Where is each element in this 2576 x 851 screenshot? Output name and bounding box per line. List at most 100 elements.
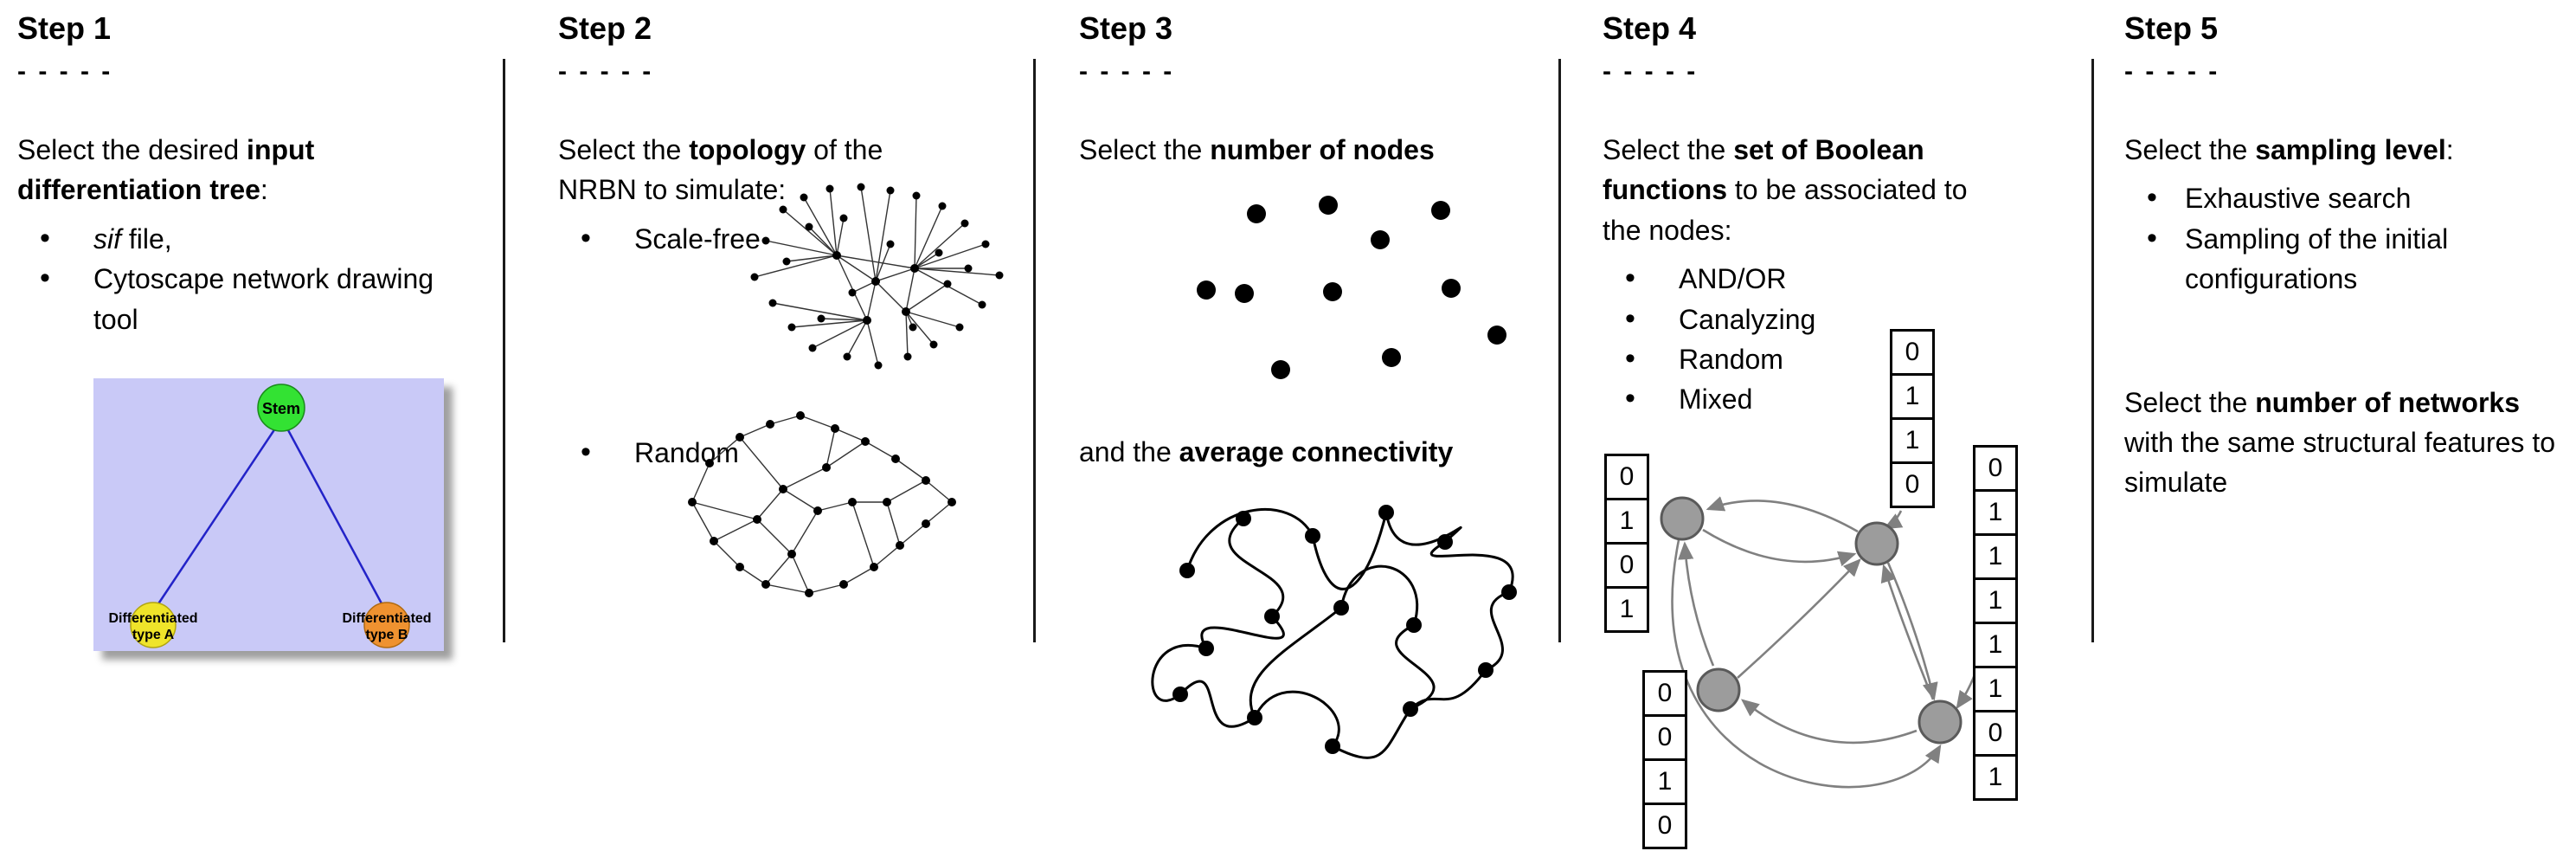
- truth-table-right: 0 1 1 1 1 1 0 1: [1973, 445, 2018, 801]
- step5-bullet-exhaustive: Exhaustive search: [2124, 177, 2531, 220]
- step4-bullet-random: Random: [1603, 338, 2087, 381]
- step5-intro-pre: Select the: [2124, 134, 2256, 165]
- step3-line1-bold: number of nodes: [1210, 134, 1435, 165]
- sif-rest: file,: [121, 222, 172, 255]
- scale-free-edges: [754, 186, 1000, 366]
- step5-para2-pre: Select the: [2124, 386, 2256, 418]
- step3-line1-pre: Select the: [1079, 134, 1211, 165]
- truth-table-cell: 0: [1604, 542, 1649, 589]
- step2-title: Step 2: [558, 10, 652, 46]
- step3-title: Step 3: [1079, 10, 1173, 46]
- random-nodes: [688, 411, 956, 597]
- step2-intro-pre: Select the: [558, 134, 690, 165]
- step2-intro: Select the topology of the NRBN to simul…: [558, 130, 930, 210]
- random-edges: [691, 415, 953, 594]
- step5-intro-bold: sampling level: [2255, 134, 2446, 165]
- step2-bullet-scalefree: Scale-free: [558, 217, 1017, 261]
- step2-column: Step 2 - - - - - Select the topology of …: [558, 10, 1017, 597]
- step4-bullet-list: AND/OR Canalyzing Random Mixed: [1603, 257, 2087, 421]
- truth-table-cell: 1: [1604, 586, 1649, 633]
- step5-column: Step 5 - - - - - Select the sampling lev…: [2124, 10, 2567, 503]
- step1-column: Step 1 - - - - - Select the desired inpu…: [17, 10, 485, 651]
- connectivity-nodes: [1172, 505, 1517, 754]
- step1-title: Step 1: [17, 10, 112, 46]
- column-divider: [503, 59, 505, 642]
- random-network-figure: [688, 411, 956, 597]
- step3-column: Step 3 - - - - - Select the number of no…: [1079, 10, 1551, 759]
- step4-intro-post: to be associated to the nodes:: [1603, 174, 1968, 246]
- step5-title: Step 5: [2124, 10, 2219, 46]
- step1-bullet-cytoscape: Cytoscape network drawing tool: [17, 257, 485, 339]
- step1-intro: Select the desired input differentiation…: [17, 130, 363, 210]
- step4-dashes: - - - - -: [1603, 57, 1699, 86]
- scale-free-network-figure: [750, 183, 1004, 370]
- truth-table-cell: 0: [1642, 670, 1687, 717]
- truth-table-cell: 1: [1642, 758, 1687, 805]
- truth-table-cell: 1: [1890, 417, 1935, 464]
- truth-table-top: 0 1 1 0: [1890, 329, 1935, 508]
- step4-bullet-andor: AND/OR: [1603, 257, 2087, 300]
- truth-table-cell: 1: [1973, 533, 2018, 580]
- boolean-network-arrows: [1671, 496, 1986, 789]
- type-a-node: [130, 602, 177, 648]
- differentiation-tree-figure: Stem Differentiated type A Differentiate…: [93, 378, 444, 651]
- connectivity-network-figure: [1151, 505, 1517, 759]
- step5-dashes: - - - - -: [2124, 57, 2220, 86]
- step4-intro: Select the set of Boolean functions to b…: [1603, 130, 2001, 250]
- step5-intro: Select the sampling level:: [2124, 130, 2567, 170]
- step5-bullet-sampling: Sampling of the initial configurations: [2124, 217, 2531, 300]
- column-divider: [1033, 59, 1036, 642]
- tree-edges: [156, 428, 384, 606]
- type-b-label-line2: type B: [366, 628, 408, 642]
- truth-table-cell: 1: [1890, 373, 1935, 420]
- step1-bullet-list: sif file, Cytoscape network drawing tool: [17, 217, 485, 339]
- stem-node: [257, 384, 305, 432]
- truth-table-cell: 0: [1890, 461, 1935, 508]
- sif-italic: sif: [93, 222, 121, 255]
- truth-table-cell: 0: [1604, 454, 1649, 500]
- truth-table-cell: 0: [1642, 803, 1687, 849]
- step4-bullet-mixed: Mixed: [1603, 377, 2087, 421]
- truth-table-cell: 1: [1973, 754, 2018, 801]
- column-divider: [2091, 59, 2094, 642]
- type-b-node: [363, 602, 410, 648]
- truth-table-cell: 1: [1973, 489, 2018, 536]
- step4-bullet-canalyzing: Canalyzing: [1603, 298, 2087, 341]
- step5-bullet-list: Exhaustive search Sampling of the initia…: [2124, 177, 2567, 300]
- truth-table-cell: 0: [1642, 714, 1687, 761]
- step2-bullet-list: Scale-free: [558, 217, 1017, 261]
- step5-intro-post: :: [2445, 134, 2454, 165]
- step5-para2-post: with the same structural features to sim…: [2124, 426, 2555, 499]
- differentiation-tree-svg: Stem Differentiated type A Differentiate…: [93, 378, 444, 651]
- type-a-label-line1: Differentiated: [108, 611, 197, 626]
- type-b-label-line1: Differentiated: [342, 611, 431, 626]
- step1-dashes: - - - - -: [17, 57, 113, 86]
- truth-table-cell: 0: [1973, 445, 2018, 492]
- truth-table-cell: 1: [1973, 666, 2018, 712]
- step1-intro-post: :: [260, 174, 268, 206]
- step4-intro-pre: Select the: [1603, 134, 1734, 165]
- truth-table-cell: 0: [1890, 329, 1935, 376]
- step4-title: Step 4: [1603, 10, 1697, 46]
- stem-label: Stem: [262, 400, 300, 417]
- step2-intro-post: of the NRBN to simulate:: [558, 134, 883, 206]
- step3-line2: and the average connectivity: [1079, 436, 1453, 468]
- step3-dashes: - - - - -: [1079, 57, 1175, 86]
- scale-free-nodes: [750, 183, 1004, 370]
- truth-table-cell: 1: [1973, 577, 2018, 624]
- step4-column: Step 4 - - - - - Select the set of Boole…: [1603, 10, 2087, 849]
- connectivity-edges: [1151, 508, 1514, 759]
- step2-dashes: - - - - -: [558, 57, 654, 86]
- truth-table-cell: 1: [1604, 498, 1649, 545]
- step3-line1: Select the number of nodes: [1079, 130, 1551, 170]
- step5-networks-paragraph: Select the number of networks with the s…: [2124, 383, 2567, 503]
- truth-table-bottom: 0 0 1 0: [1642, 670, 1687, 849]
- step4-intro-bold: set of Boolean functions: [1603, 134, 1924, 206]
- step3-line2-bold: average connectivity: [1179, 436, 1454, 467]
- step1-intro-bold: input differentiation tree: [17, 134, 315, 206]
- step3-line2-pre: and the: [1079, 436, 1179, 467]
- truth-table-cell: 1: [1973, 622, 2018, 668]
- step1-intro-pre: Select the desired: [17, 134, 247, 165]
- boolean-network-nodes: [1660, 496, 1963, 745]
